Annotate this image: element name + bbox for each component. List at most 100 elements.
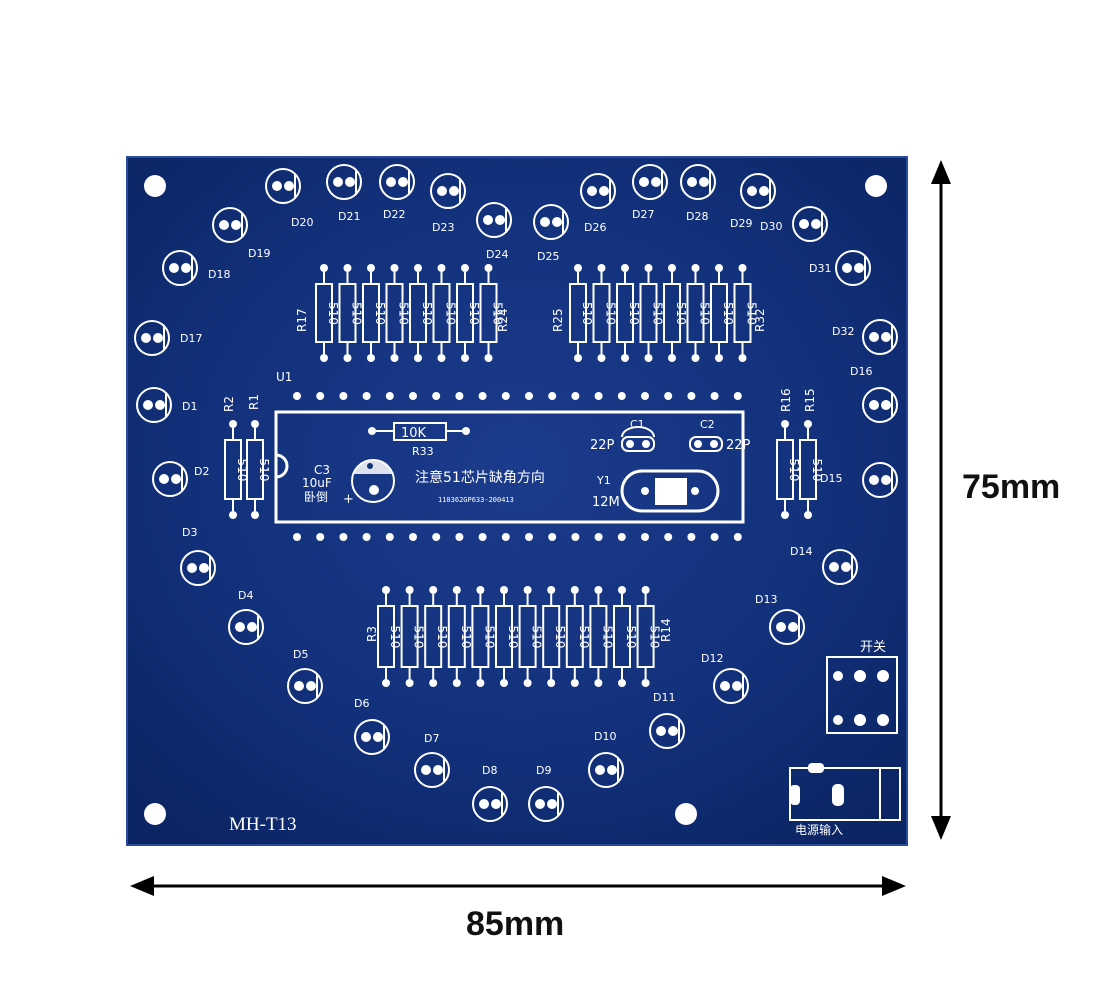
led-d2: D2 [152, 461, 209, 497]
resistor-value: 510 [600, 626, 614, 649]
capacitor-c2: C2 22P [689, 418, 751, 453]
resistor-ref-label: R16 [779, 388, 793, 412]
resistor: 510 [315, 264, 340, 362]
led-label: D25 [537, 250, 559, 263]
resistor-ref-label: R1 [247, 394, 261, 410]
led-d22: D22 [379, 164, 415, 221]
resistor: 510 [589, 586, 614, 687]
led-d30: D30 [760, 206, 828, 242]
led-d19: D19 [212, 207, 270, 260]
resistor-value: 510 [444, 302, 458, 325]
ic-u1: U1 注意51芯片缺角方向 110362GP633-200413 [274, 370, 745, 541]
resistor: 510 [776, 420, 801, 519]
resistor: 510 [663, 264, 688, 362]
led-label: D32 [832, 325, 854, 338]
led-label: D27 [632, 208, 654, 221]
resistor: 510 [246, 420, 271, 519]
led-d16: D16 [850, 365, 898, 423]
resistor: 510 [385, 264, 411, 362]
led-label: D24 [486, 248, 508, 261]
resistor: 510 [518, 586, 544, 687]
led-d17: D17 [134, 320, 202, 356]
resistor-ref-label: R14 [659, 618, 673, 642]
led-label: D5 [293, 648, 308, 661]
mounting-hole [675, 803, 697, 825]
led-label: D4 [238, 589, 253, 602]
led-d28: D28 [680, 164, 716, 223]
resistor-value: 510 [491, 302, 505, 325]
resistor-ref-label: R2 [222, 396, 236, 412]
c2-value: 22P [726, 438, 751, 453]
resistor: 510 [362, 264, 387, 362]
resistor-value: 510 [373, 302, 387, 325]
height-dimension-arrow [931, 160, 951, 840]
led-d29: D29 [730, 173, 776, 230]
resistor: 510 [479, 264, 505, 362]
resistor: 510 [495, 586, 520, 687]
resistor-ref-label: R32 [753, 308, 767, 332]
y1-value: 12M [592, 495, 620, 510]
pcb-board [127, 157, 907, 845]
resistor-value: 510 [257, 459, 271, 482]
switch-footprint: 开关 [826, 640, 898, 734]
c3-note: 卧倒 [304, 490, 328, 504]
resistor-value: 510 [459, 626, 473, 649]
led-d11: D11 [649, 691, 685, 749]
resistor: 510 [377, 586, 402, 687]
c2-ref: C2 [700, 418, 715, 431]
led-label: D1 [182, 400, 197, 413]
led-label: D13 [755, 593, 777, 606]
led-label: D30 [760, 220, 782, 233]
resistor-value: 510 [577, 626, 591, 649]
crystal-y1: Y1 12M [592, 469, 720, 513]
capacitor-c1: C1 22P [590, 418, 655, 453]
led-label: D7 [424, 732, 439, 745]
led-d26: D26 [580, 173, 616, 234]
resistor-value: 510 [651, 302, 665, 325]
resistor-value: 510 [412, 626, 426, 649]
led-label: D12 [701, 652, 723, 665]
resistor-value: 510 [435, 626, 449, 649]
resistor: 510 [733, 264, 759, 362]
r33-ref: R33 [412, 445, 434, 458]
power-jack-footprint: 电源输入 [789, 763, 901, 837]
mounting-hole [144, 175, 166, 197]
resistor-ref-label: R17 [295, 308, 309, 332]
resistor-value: 510 [745, 302, 759, 325]
led-d10: D10 [588, 730, 624, 788]
resistor-value: 510 [350, 302, 364, 325]
led-d4: D4 [228, 589, 264, 645]
resistor: 510 [565, 586, 591, 687]
y1-ref: Y1 [596, 474, 611, 487]
mounting-hole [865, 175, 887, 197]
led-d12: D12 [701, 652, 749, 704]
resistor-value: 510 [553, 626, 567, 649]
resistor: 510 [639, 264, 665, 362]
led-label: D28 [686, 210, 708, 223]
resistor-value: 510 [420, 302, 434, 325]
resistor: 510 [432, 264, 458, 362]
resistor-value: 510 [388, 626, 402, 649]
resistor: 510 [471, 586, 496, 687]
resistor: 510 [613, 586, 638, 687]
led-label: D29 [730, 217, 752, 230]
led-label: D11 [653, 691, 675, 704]
resistor-value: 510 [698, 302, 712, 325]
resistor: 510 [616, 264, 641, 362]
led-label: D22 [383, 208, 405, 221]
led-d8: D8 [472, 764, 508, 822]
r33-value: 10K [401, 426, 427, 441]
led-label: D16 [850, 365, 872, 378]
led-label: D15 [820, 472, 842, 485]
resistor: 510 [542, 586, 567, 687]
mounting-hole [144, 803, 166, 825]
led-label: D18 [208, 268, 230, 281]
resistor-ref-label: R3 [365, 626, 379, 642]
resistor-value: 510 [397, 302, 411, 325]
resistor-value: 510 [674, 302, 688, 325]
resistor: 510 [710, 264, 735, 362]
resistor: 510 [400, 586, 426, 687]
